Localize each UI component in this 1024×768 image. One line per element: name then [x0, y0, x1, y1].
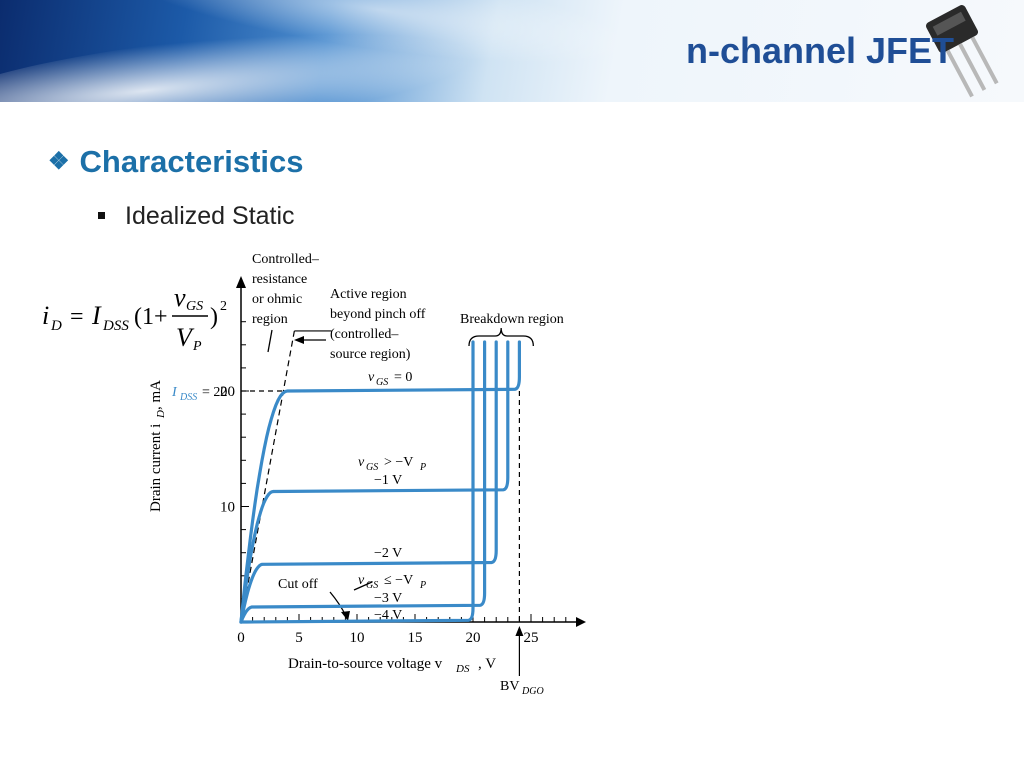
- pinchoff-boundary-line: [240, 330, 295, 623]
- formula-num-sub: GS: [186, 299, 203, 314]
- formula-rhs-var: I: [91, 301, 102, 330]
- x-tick-label: 15: [408, 630, 423, 646]
- vgs0-label-tail: = 0: [394, 370, 412, 385]
- breakdown-label: Breakdown region: [460, 312, 564, 327]
- vgs-le-label-mid: ≤ −V: [384, 573, 413, 588]
- bvdgo-label-sub: DGO: [521, 686, 544, 697]
- chart-axes: 0 5 10 15 20 25 10 20: [220, 276, 586, 676]
- formula-lhs-sub: D: [50, 318, 62, 334]
- bullet-text: Characteristics: [79, 144, 304, 179]
- y-axis-label-sub: D: [155, 410, 167, 419]
- y-tick-label: 10: [220, 500, 235, 516]
- formula-close: ): [210, 304, 218, 330]
- minus-1v-label: −1 V: [374, 473, 402, 488]
- minus-4v-label: −4 V: [374, 608, 402, 623]
- vgs-le-label-sub: GS: [366, 580, 378, 591]
- x-axis-arrow: [576, 617, 586, 627]
- vgs-gt-label-mid: > −V: [384, 455, 413, 470]
- square-bullet-icon: [98, 212, 105, 219]
- formula-power: 2: [220, 299, 227, 314]
- x-tick-label: 25: [524, 630, 539, 646]
- curve-series-2: [239, 340, 498, 624]
- diamond-bullet-icon: ❖: [48, 148, 70, 175]
- formula-num: v: [174, 283, 186, 312]
- ohmic-label-4: region: [252, 312, 288, 327]
- vgs0-label: v: [368, 370, 375, 385]
- idss-label: I: [171, 385, 178, 400]
- bullet-idealized-static: Idealized Static: [98, 202, 295, 231]
- ohmic-label-1: Controlled–: [252, 252, 320, 267]
- vgsle-pointer: [353, 581, 373, 591]
- x-tick-label: 10: [350, 630, 365, 646]
- idss-value: = 20: [202, 385, 227, 400]
- x-tick-label: 0: [237, 630, 245, 646]
- formula-rhs-sub: DSS: [102, 318, 129, 334]
- breakdown-brace: [468, 327, 534, 347]
- bullet-text: Idealized Static: [125, 202, 295, 230]
- active-label-4: source region): [330, 347, 411, 362]
- y-axis-label-unit: , mA: [148, 380, 164, 410]
- curve-series-1: [239, 340, 510, 624]
- header-banner: n-channel JFET: [0, 0, 1024, 102]
- x-axis-label: Drain-to-source voltage v: [288, 656, 443, 672]
- chart-curves: [239, 340, 521, 624]
- y-axis-label: Drain current i: [148, 424, 164, 512]
- curve-series-0: [239, 340, 521, 624]
- vgs-gt-label-sub: GS: [366, 462, 378, 473]
- ohmic-label-2: resistance: [252, 272, 307, 287]
- vgs0-label-sub: GS: [376, 377, 388, 388]
- active-label-1: Active region: [330, 287, 407, 302]
- bvdgo-label: BV: [500, 679, 519, 694]
- active-label-2: beyond pinch off: [330, 307, 426, 322]
- active-pointer-head: [294, 336, 304, 344]
- svg-text:=: =: [70, 304, 84, 330]
- formula-den: V: [176, 323, 195, 352]
- formula-lhs-var: i: [42, 301, 49, 330]
- ohmic-label-3: or ohmic: [252, 292, 302, 307]
- y-tick-label: 20: [220, 384, 235, 400]
- vgs-gt-label-sub2: P: [419, 462, 426, 473]
- drain-current-formula: i D = I DSS (1+ v GS V P ) 2: [42, 283, 227, 354]
- curve-series-4: [239, 340, 475, 624]
- x-tick-label: 5: [295, 630, 303, 646]
- ohmic-pointer: [267, 329, 273, 353]
- bullet-characteristics: ❖ Characteristics: [48, 144, 304, 180]
- active-label-3: (controlled–: [330, 327, 399, 342]
- formula-den-sub: P: [192, 339, 202, 354]
- slide-title: n-channel JFET: [685, 30, 954, 71]
- transistor-icon: [926, 5, 999, 98]
- x-tick-label: 20: [466, 630, 481, 646]
- cutoff-label: Cut off: [278, 577, 318, 592]
- cutoff-arrow: [329, 591, 347, 617]
- curve-series-3: [239, 340, 487, 624]
- idss-label-sub: DSS: [179, 392, 197, 403]
- vgs-le-label: v: [358, 573, 365, 588]
- bv-arrow-head: [515, 626, 524, 636]
- vgs-le-label-sub2: P: [419, 580, 426, 591]
- x-axis-label-unit: , V: [478, 656, 496, 672]
- vgs-gt-label: v: [358, 455, 365, 470]
- minus-2v-label: −2 V: [374, 546, 402, 561]
- formula-open: (1+: [134, 304, 168, 330]
- x-axis-label-sub: DS: [455, 663, 470, 675]
- cutoff-arrow-head: [341, 611, 350, 621]
- minus-3v-label: −3 V: [374, 591, 402, 606]
